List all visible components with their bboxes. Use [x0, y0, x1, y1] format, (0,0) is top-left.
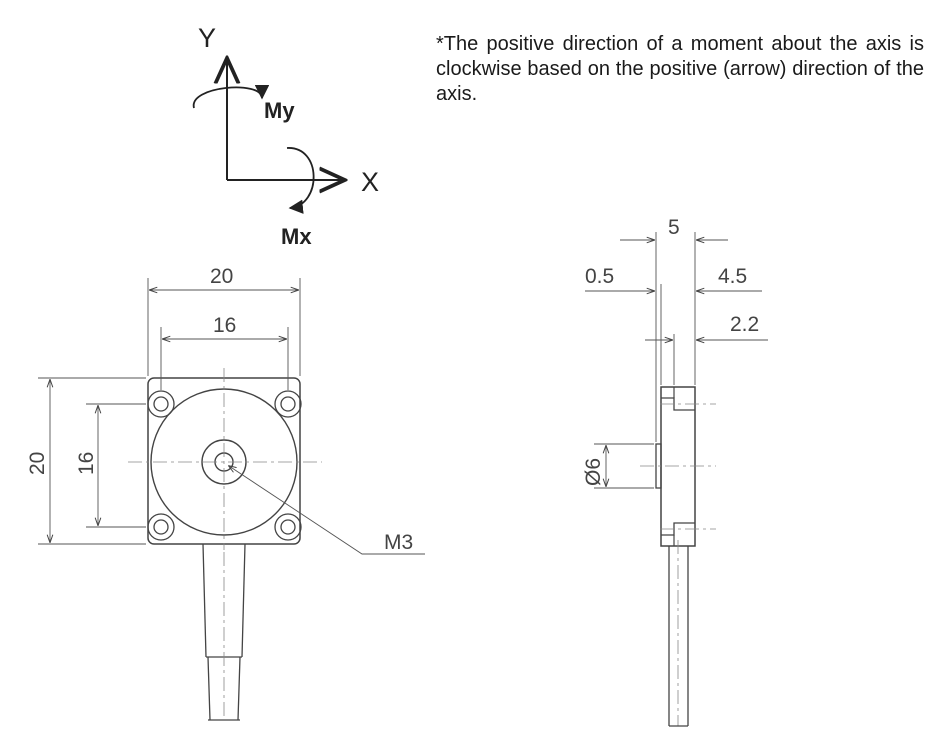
- dim-height-outer: 20: [26, 452, 49, 475]
- mounting-holes: [147, 390, 302, 541]
- my-moment-arrow: [193, 85, 270, 109]
- dim-width-outer: 20: [210, 265, 233, 288]
- dim-height-holes: 16: [75, 452, 98, 475]
- my-label: My: [264, 98, 295, 123]
- dim-boss-diameter: Ø6: [582, 458, 605, 486]
- dim-step-depth: 2.2: [730, 313, 759, 336]
- dim-width-holes: 16: [213, 314, 236, 337]
- dim-body-thickness: 4.5: [718, 265, 747, 288]
- moment-direction-note: *The positive direction of a moment abou…: [436, 33, 924, 105]
- coordinate-axes-diagram: Y X My Mx: [193, 23, 379, 249]
- thread-callout: M3: [384, 531, 413, 554]
- front-view: 20 16 20 16 M3: [26, 265, 425, 721]
- side-view: 5 0.5 4.5 2.2 Ø6: [582, 216, 768, 727]
- dim-thickness-total: 5: [668, 216, 680, 239]
- cable: [202, 543, 246, 721]
- y-axis-label: Y: [198, 23, 216, 53]
- x-axis-label: X: [361, 167, 379, 197]
- dim-boss-height: 0.5: [585, 265, 614, 288]
- side-body: [660, 386, 696, 547]
- mx-moment-arrow: [286, 147, 315, 214]
- mx-label: Mx: [281, 224, 312, 249]
